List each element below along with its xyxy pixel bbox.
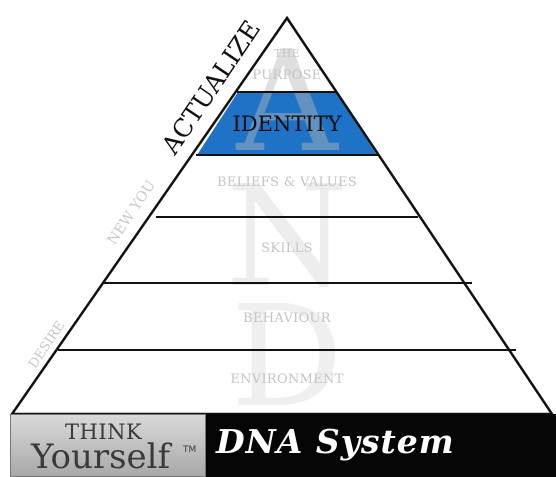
purpose-prefix-label: THE [274, 47, 300, 60]
watermark-letter-a: A [235, 21, 339, 184]
brand-banner: THINK Yourself TM DNA System [10, 414, 556, 477]
environment-label: ENVIRONMENT [230, 372, 343, 387]
beliefs-values-label: BELIEFS & VALUES [217, 175, 357, 190]
identity-layer-fill [197, 92, 377, 155]
identity-label: IDENTITY [232, 112, 342, 136]
purpose-label: PURPOSE [252, 68, 321, 83]
dna-system-title: DNA System [216, 422, 455, 461]
trademark-mark: TM [183, 445, 197, 455]
logo-yourself-text: Yourself [31, 437, 171, 477]
behaviour-label: BEHAVIOUR [243, 311, 332, 326]
watermark-letter-d: D [231, 276, 343, 439]
think-yourself-logo: THINK Yourself TM [10, 414, 206, 477]
watermark-letter-n: N [226, 156, 349, 319]
skills-label: SKILLS [261, 241, 313, 256]
dna-system-panel: DNA System [206, 414, 556, 477]
logo-think-text: THINK [65, 420, 143, 444]
